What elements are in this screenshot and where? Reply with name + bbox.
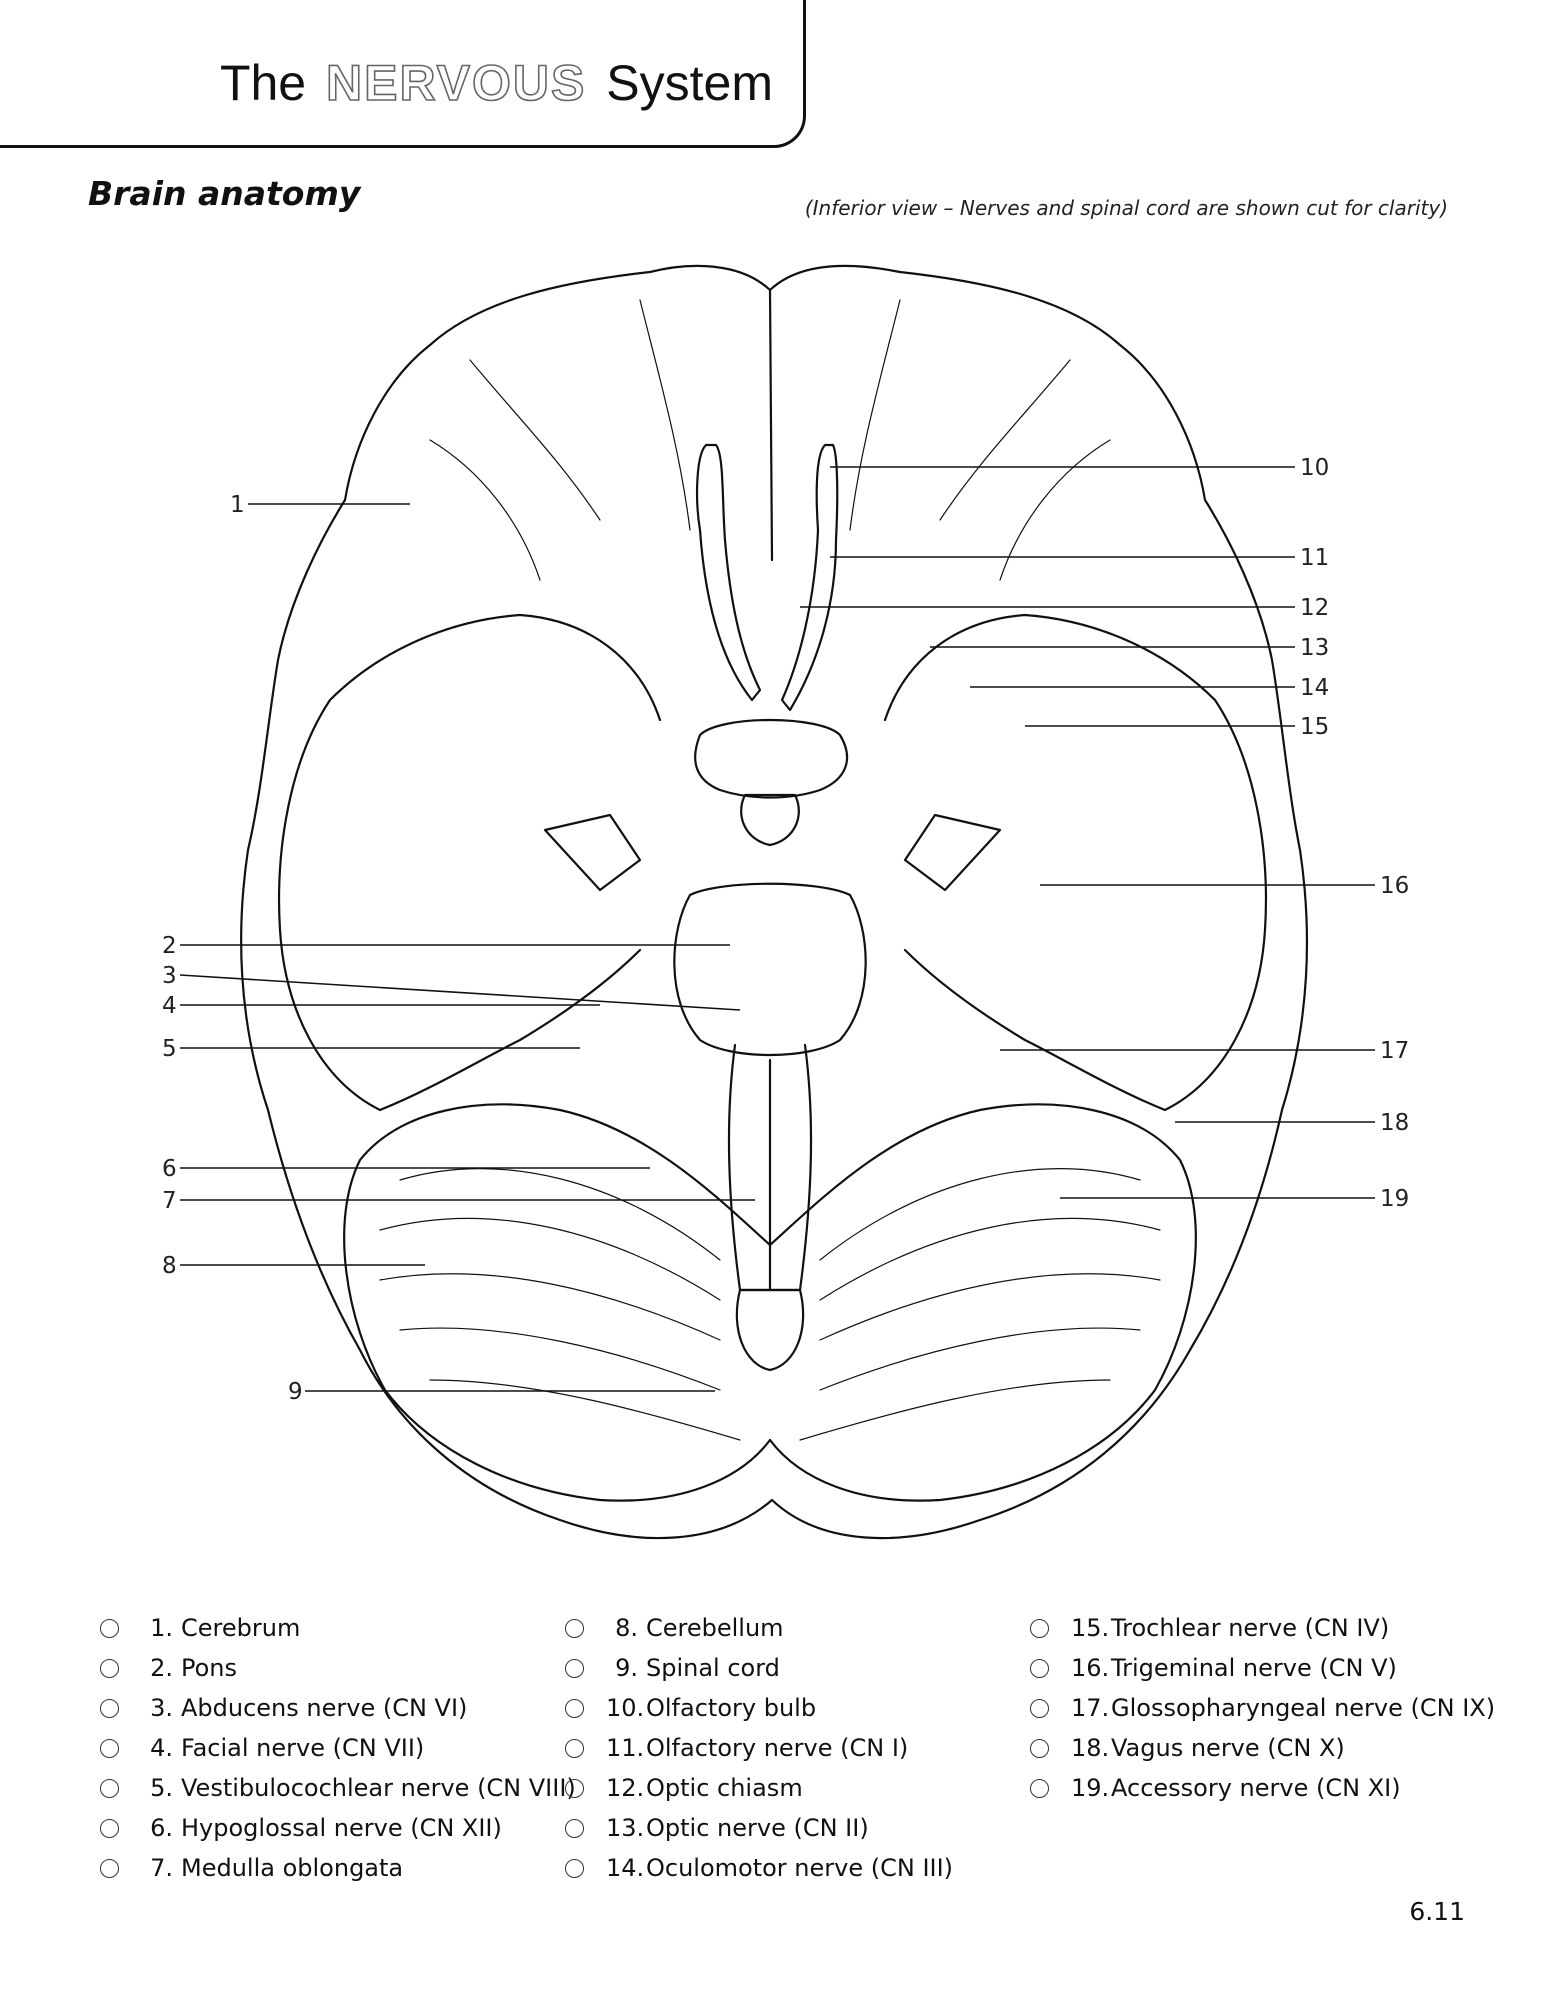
checkbox-circle-icon[interactable] bbox=[100, 1618, 119, 1638]
diagram-caption: (Inferior view – Nerves and spinal cord … bbox=[804, 196, 1448, 220]
legend-item-11: 11.Olfactory nerve (CN I) bbox=[565, 1728, 953, 1768]
legend-item-1: 1.Cerebrum bbox=[100, 1608, 576, 1648]
right-temporal-lobe bbox=[883, 613, 1268, 1112]
checkbox-circle-icon[interactable] bbox=[565, 1738, 584, 1758]
legend-column-2: 8.Cerebellum 9.Spinal cord 10.Olfactory … bbox=[565, 1608, 953, 1888]
diagram-label-4: 4 bbox=[162, 993, 177, 1019]
title-emphasis: NERVOUS bbox=[325, 54, 587, 112]
legend-item-8: 8.Cerebellum bbox=[565, 1608, 953, 1648]
legend-item-10: 10.Olfactory bulb bbox=[565, 1688, 953, 1728]
title-suffix: System bbox=[606, 55, 773, 111]
hypophysis bbox=[740, 793, 800, 847]
diagram-label-13: 13 bbox=[1300, 635, 1329, 661]
section-title: Brain anatomy bbox=[88, 174, 361, 213]
legend-item-12: 12.Optic chiasm bbox=[565, 1768, 953, 1808]
optic-chiasm bbox=[694, 718, 849, 799]
checkbox-circle-icon[interactable] bbox=[100, 1698, 119, 1718]
legend-item-17: 17.Glossopharyngeal nerve (CN IX) bbox=[1030, 1688, 1495, 1728]
diagram-label-6: 6 bbox=[162, 1156, 177, 1182]
pons bbox=[673, 882, 867, 1057]
spinal-cord bbox=[735, 1288, 805, 1372]
legend-item-18: 18.Vagus nerve (CN X) bbox=[1030, 1728, 1495, 1768]
leader-lines bbox=[179, 466, 1375, 1392]
leader-line-3 bbox=[179, 974, 741, 1011]
diagram-label-10: 10 bbox=[1300, 455, 1329, 481]
legend-item-15: 15.Trochlear nerve (CN IV) bbox=[1030, 1608, 1495, 1648]
checkbox-circle-icon[interactable] bbox=[565, 1858, 584, 1878]
header-box: The NERVOUS System bbox=[0, 0, 806, 148]
left-trigeminal-nerve bbox=[543, 813, 642, 892]
checkbox-circle-icon[interactable] bbox=[100, 1738, 119, 1758]
diagram-label-12: 12 bbox=[1300, 595, 1329, 621]
legend-item-19: 19.Accessory nerve (CN XI) bbox=[1030, 1768, 1495, 1808]
legend-item-5: 5.Vestibulocochlear nerve (CN VIII) bbox=[100, 1768, 576, 1808]
frontal-gyri bbox=[429, 299, 1111, 581]
right-olfactory-bulb bbox=[780, 443, 839, 712]
cerebrum-outline bbox=[240, 264, 1309, 1540]
page-number: 6.11 bbox=[1409, 1897, 1465, 1926]
diagram-label-7: 7 bbox=[162, 1188, 177, 1214]
legend-item-9: 9.Spinal cord bbox=[565, 1648, 953, 1688]
checkbox-circle-icon[interactable] bbox=[100, 1658, 119, 1678]
left-temporal-lobe bbox=[277, 613, 662, 1112]
checkbox-circle-icon[interactable] bbox=[565, 1818, 584, 1838]
checkbox-circle-icon[interactable] bbox=[565, 1778, 584, 1798]
diagram-label-18: 18 bbox=[1380, 1110, 1409, 1136]
diagram-label-14: 14 bbox=[1300, 675, 1329, 701]
diagram-label-9: 9 bbox=[288, 1379, 303, 1405]
diagram-label-8: 8 bbox=[162, 1253, 177, 1279]
diagram-label-11: 11 bbox=[1300, 545, 1329, 571]
brain-diagram: 1 2 3 4 5 6 7 8 9 10 11 12 13 14 15 16 1… bbox=[162, 264, 1409, 1540]
left-cerebellum bbox=[343, 1103, 772, 1502]
diagram-label-3: 3 bbox=[162, 963, 177, 989]
checkbox-circle-icon[interactable] bbox=[565, 1658, 584, 1678]
checkbox-circle-icon[interactable] bbox=[100, 1858, 119, 1878]
legend-column-3: 15.Trochlear nerve (CN IV) 16.Trigeminal… bbox=[1030, 1608, 1495, 1808]
checkbox-circle-icon[interactable] bbox=[1030, 1778, 1049, 1798]
legend-item-14: 14.Oculomotor nerve (CN III) bbox=[565, 1848, 953, 1888]
checkbox-circle-icon[interactable] bbox=[1030, 1658, 1049, 1678]
legend-item-13: 13.Optic nerve (CN II) bbox=[565, 1808, 953, 1848]
checkbox-circle-icon[interactable] bbox=[1030, 1738, 1049, 1758]
legend-item-16: 16.Trigeminal nerve (CN V) bbox=[1030, 1648, 1495, 1688]
checkbox-circle-icon[interactable] bbox=[565, 1618, 584, 1638]
left-olfactory-bulb bbox=[695, 443, 762, 702]
legend-item-7: 7.Medulla oblongata bbox=[100, 1848, 576, 1888]
legend-item-4: 4.Facial nerve (CN VII) bbox=[100, 1728, 576, 1768]
title-prefix: The bbox=[219, 55, 307, 111]
checkbox-circle-icon[interactable] bbox=[1030, 1698, 1049, 1718]
diagram-label-16: 16 bbox=[1380, 873, 1409, 899]
legend-item-3: 3.Abducens nerve (CN VI) bbox=[100, 1688, 576, 1728]
diagram-label-17: 17 bbox=[1380, 1038, 1409, 1064]
checkbox-circle-icon[interactable] bbox=[1030, 1618, 1049, 1638]
legend-item-6: 6.Hypoglossal nerve (CN XII) bbox=[100, 1808, 576, 1848]
diagram-label-15: 15 bbox=[1300, 714, 1329, 740]
right-cerebellum bbox=[768, 1103, 1197, 1502]
checkbox-circle-icon[interactable] bbox=[565, 1698, 584, 1718]
longitudinal-fissure bbox=[768, 288, 774, 562]
checkbox-circle-icon[interactable] bbox=[100, 1818, 119, 1838]
diagram-label-19: 19 bbox=[1380, 1186, 1409, 1212]
legend-column-1: 1.Cerebrum 2.Pons 3.Abducens nerve (CN V… bbox=[100, 1608, 576, 1888]
checkbox-circle-icon[interactable] bbox=[100, 1778, 119, 1798]
diagram-label-5: 5 bbox=[162, 1036, 177, 1062]
right-trigeminal-nerve bbox=[903, 813, 1002, 892]
page-title: The NERVOUS System bbox=[220, 54, 773, 112]
legend-item-2: 2.Pons bbox=[100, 1648, 576, 1688]
diagram-label-2: 2 bbox=[162, 933, 177, 959]
diagram-label-1: 1 bbox=[230, 492, 245, 518]
cerebellum-folia bbox=[379, 1167, 1161, 1441]
